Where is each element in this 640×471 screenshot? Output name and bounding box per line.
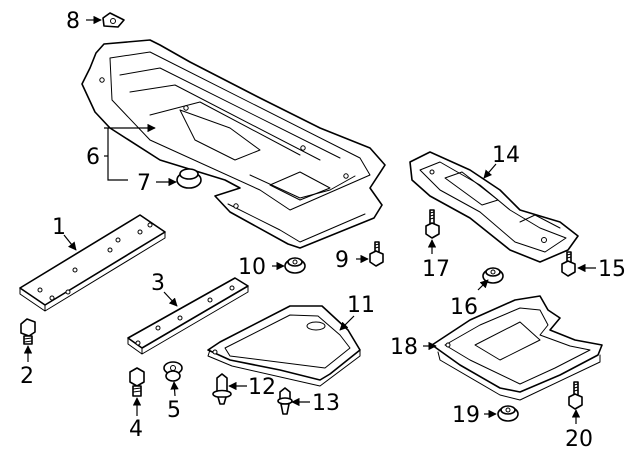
part-17-bolt[interactable] bbox=[425, 209, 440, 239]
leader-lines bbox=[23, 15, 596, 424]
part-20-bolt[interactable] bbox=[568, 381, 583, 410]
part-10-nut[interactable] bbox=[284, 257, 306, 274]
callout-20: 20 bbox=[565, 427, 593, 452]
part-14-shield[interactable] bbox=[409, 151, 579, 263]
part-4-bolt[interactable] bbox=[129, 367, 145, 397]
callout-19: 19 bbox=[452, 403, 480, 428]
part-3-bracket[interactable] bbox=[127, 277, 249, 355]
callout-14: 14 bbox=[492, 143, 520, 168]
part-12-clip[interactable] bbox=[212, 373, 232, 405]
callout-4: 4 bbox=[129, 417, 143, 442]
callout-8: 8 bbox=[66, 9, 80, 34]
part-16-nut[interactable] bbox=[482, 267, 504, 284]
callout-10: 10 bbox=[238, 255, 266, 280]
part-8-clip[interactable] bbox=[102, 12, 125, 28]
callout-12: 12 bbox=[248, 375, 276, 400]
callout-16: 16 bbox=[450, 295, 478, 320]
callout-18: 18 bbox=[390, 335, 418, 360]
callout-7: 7 bbox=[137, 171, 151, 196]
part-6-main-shield[interactable] bbox=[81, 39, 386, 249]
part-18-shield[interactable] bbox=[431, 295, 603, 401]
callout-15: 15 bbox=[598, 257, 626, 282]
callout-2: 2 bbox=[20, 364, 34, 389]
part-13-clip[interactable] bbox=[277, 387, 293, 415]
callout-13: 13 bbox=[312, 391, 340, 416]
callout-1: 1 bbox=[52, 215, 66, 240]
part-19-nut[interactable] bbox=[497, 405, 519, 422]
part-1-bracket[interactable] bbox=[19, 214, 166, 312]
callout-3: 3 bbox=[151, 271, 165, 296]
callout-5: 5 bbox=[167, 398, 181, 423]
callout-11: 11 bbox=[347, 293, 375, 318]
part-11-shield[interactable] bbox=[207, 305, 361, 387]
callout-9: 9 bbox=[335, 248, 349, 273]
part-7-grommet[interactable] bbox=[176, 168, 202, 189]
part-9-bolt[interactable] bbox=[369, 241, 384, 267]
part-5-nut[interactable] bbox=[163, 361, 183, 382]
callout-labels: 8 6 7 1 2 3 4 5 9 10 11 12 13 14 15 16 1… bbox=[20, 9, 626, 452]
part-2-bolt[interactable] bbox=[20, 318, 36, 345]
callout-17: 17 bbox=[422, 257, 450, 282]
callout-6: 6 bbox=[86, 145, 100, 170]
part-15-bolt[interactable] bbox=[561, 251, 576, 277]
